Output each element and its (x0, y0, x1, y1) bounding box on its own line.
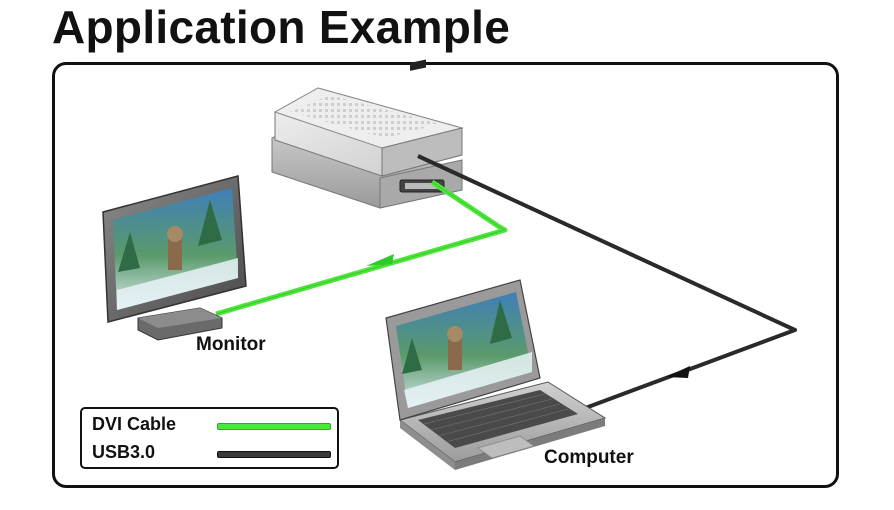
monitor-device (102, 175, 247, 341)
legend-item-dvi: DVI Cable (82, 412, 337, 440)
monitor-label: Monitor (196, 334, 266, 355)
legend: DVI Cable USB3.0 (80, 407, 339, 469)
usb-cable (417, 154, 797, 412)
computer-label: Computer (544, 447, 634, 468)
diagram-frame (52, 62, 839, 488)
legend-label: USB3.0 (92, 442, 156, 462)
legend-swatch-dvi (217, 423, 331, 430)
legend-swatch-usb (217, 451, 331, 458)
usb-arrow-icon (666, 366, 690, 378)
dvi-arrow-icon (366, 254, 394, 266)
page-title: Application Example (52, 1, 511, 53)
laptop-device (385, 279, 607, 470)
legend-item-usb: USB3.0 (82, 440, 337, 468)
legend-label: DVI Cable (92, 414, 177, 434)
extender-device (271, 59, 464, 209)
